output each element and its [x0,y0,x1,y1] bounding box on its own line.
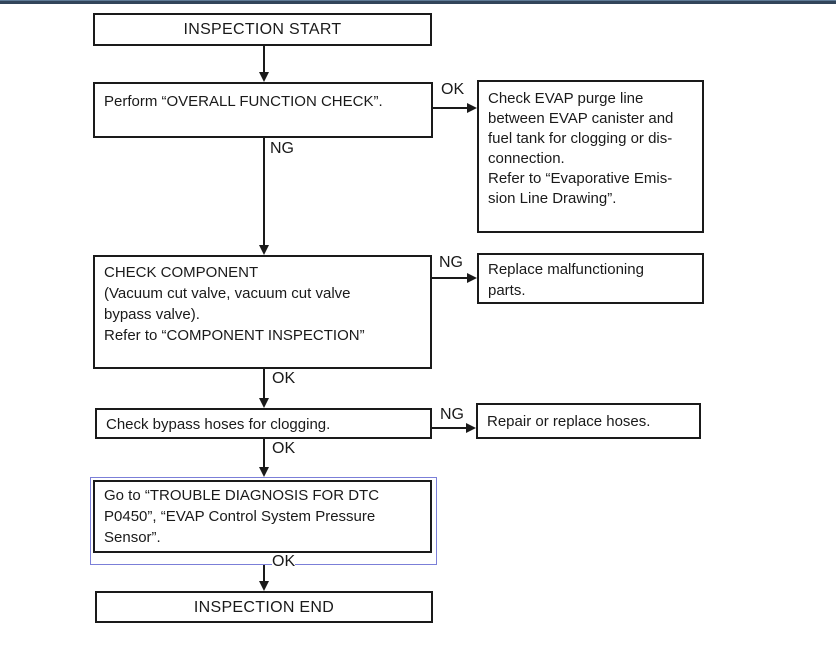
node-check-component: CHECK COMPONENT (Vacuum cut valve, vacuu… [93,255,432,369]
edge-label-ok: OK [272,370,296,388]
edge-label-ok: OK [272,440,296,458]
arrowhead-down-icon [259,398,269,408]
node-check-bypass-hoses: Check bypass hoses for clogging. [95,408,432,439]
window-top-border [0,0,836,4]
node-inspection-end: INSPECTION END [95,591,433,623]
node-inspection-start: INSPECTION START [93,13,432,46]
arrowhead-down-icon [259,467,269,477]
arrowhead-down-icon [259,581,269,591]
edge-label-ng: NG [270,140,294,158]
node-replace-malfunctioning-parts: Replace malfunctioning parts. [477,253,704,304]
node-repair-or-replace-hoses: Repair or replace hoses. [476,403,701,439]
node-goto-trouble-diagnosis: Go to “TROUBLE DIAGNOSIS FOR DTC P0450”,… [93,480,432,553]
arrowhead-right-icon [467,273,477,283]
highlighted-selection-box[interactable]: Go to “TROUBLE DIAGNOSIS FOR DTC P0450”,… [90,477,437,565]
edge-label-ng: NG [439,254,463,272]
arrowhead-down-icon [259,72,269,82]
edge-label-ok: OK [441,81,465,99]
arrowhead-right-icon [466,423,476,433]
edge-label-ok: OK [272,553,296,571]
node-overall-function-check: Perform “OVERALL FUNCTION CHECK”. [93,82,433,138]
edge-label-ng: NG [440,406,464,424]
node-check-evap-purge-line: Check EVAP purge line between EVAP canis… [477,80,704,233]
arrowhead-right-icon [467,103,477,113]
arrowhead-down-icon [259,245,269,255]
